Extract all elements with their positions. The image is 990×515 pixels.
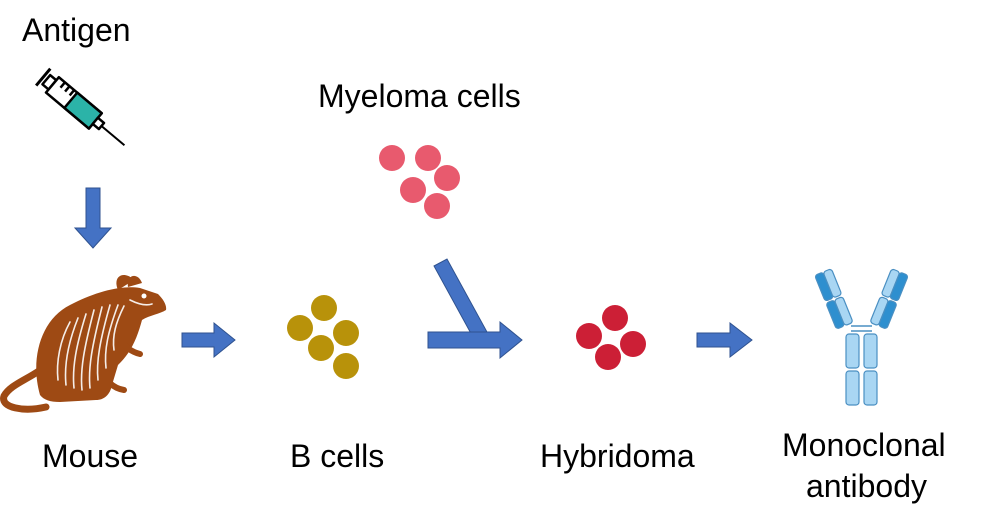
label-monoclonal: Monoclonal bbox=[782, 427, 946, 463]
myeloma-cell-cluster-icon bbox=[379, 145, 460, 219]
label-antigen: Antigen bbox=[22, 12, 131, 48]
label-b-cells: B cells bbox=[290, 438, 384, 474]
arrow-antigen-to-mouse bbox=[73, 187, 113, 249]
hybridoma-cell-cluster-icon bbox=[576, 305, 646, 370]
arrow-fusion-to-hybridoma bbox=[427, 258, 523, 360]
arrow-hybridoma-to-antibody bbox=[696, 321, 753, 359]
label-antibody: antibody bbox=[806, 468, 927, 504]
label-hybridoma: Hybridoma bbox=[540, 438, 695, 474]
b-cell-cluster-icon bbox=[287, 295, 359, 379]
syringe-icon bbox=[35, 67, 126, 147]
mouse-icon bbox=[0, 275, 167, 413]
label-mouse: Mouse bbox=[42, 438, 138, 474]
label-myeloma-cells: Myeloma cells bbox=[318, 78, 521, 114]
antibody-icon bbox=[814, 268, 909, 406]
arrow-mouse-to-b-cells bbox=[181, 321, 236, 359]
